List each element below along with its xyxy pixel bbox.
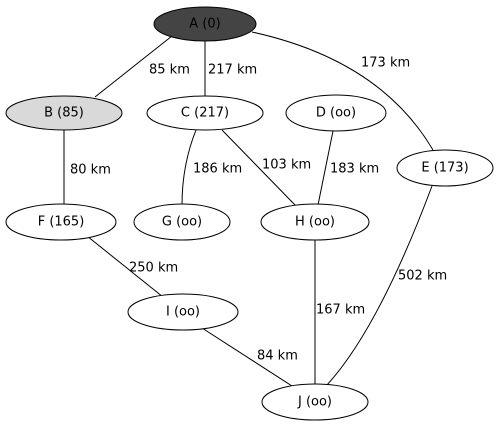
edge-label-h-j: 167 km	[316, 303, 365, 318]
edge-a-e	[251, 31, 434, 151]
node-e-shape	[396, 149, 494, 187]
node-f[interactable]: F (165)	[5, 203, 117, 241]
edge-label-b-f: 80 km	[70, 163, 111, 178]
edge-label-d-h: 183 km	[330, 162, 379, 177]
node-a[interactable]: A (0)	[153, 6, 257, 42]
node-c-label: C (217)	[181, 106, 229, 121]
node-a-shape	[153, 6, 257, 42]
nodes: A (0) B (85) C (217) D (oo) E (173) F (1…	[5, 6, 494, 421]
edge-e-j	[325, 185, 433, 387]
node-i[interactable]: I (oo)	[127, 293, 239, 331]
node-i-shape	[127, 293, 239, 331]
node-j-label: J (oo)	[297, 395, 332, 410]
edge-label-a-c: 217 km	[208, 63, 257, 78]
edges	[63, 31, 434, 387]
node-j[interactable]: J (oo)	[261, 383, 369, 421]
edge-a-b	[94, 35, 173, 98]
edge-f-i	[86, 235, 164, 298]
node-b-shape	[5, 95, 123, 131]
node-d[interactable]: D (oo)	[285, 94, 387, 132]
edge-label-c-h: 103 km	[262, 158, 311, 173]
edge-c-g	[181, 129, 197, 206]
edge-label-i-j: 84 km	[257, 349, 298, 364]
node-b-label: B (85)	[44, 106, 84, 121]
node-e[interactable]: E (173)	[396, 149, 494, 187]
node-h[interactable]: H (oo)	[260, 203, 370, 241]
edge-label-a-b: 85 km	[149, 63, 190, 78]
edge-i-j	[201, 327, 293, 387]
edge-label-e-j: 502 km	[398, 269, 447, 284]
node-d-shape	[285, 94, 387, 132]
edge-label-c-g: 186 km	[193, 162, 242, 177]
node-e-label: E (173)	[421, 161, 468, 176]
node-g-label: G (oo)	[162, 215, 202, 230]
node-b[interactable]: B (85)	[5, 95, 123, 131]
node-c[interactable]: C (217)	[146, 95, 264, 131]
node-g-shape	[133, 203, 231, 241]
node-f-shape	[5, 203, 117, 241]
edge-label-f-i: 250 km	[129, 261, 178, 276]
node-f-label: F (165)	[38, 215, 85, 230]
node-c-shape	[146, 95, 264, 131]
node-a-label: A (0)	[189, 17, 220, 32]
node-g[interactable]: G (oo)	[133, 203, 231, 241]
edge-c-h	[221, 129, 297, 207]
edge-d-h	[317, 130, 334, 206]
node-d-label: D (oo)	[316, 106, 356, 121]
node-h-label: H (oo)	[295, 215, 335, 230]
edge-labels: 85 km 217 km 173 km 80 km 186 km 103 km …	[70, 56, 447, 364]
node-i-label: I (oo)	[166, 305, 200, 320]
node-j-shape	[261, 383, 369, 421]
edge-label-a-e: 173 km	[361, 56, 410, 71]
node-h-shape	[260, 203, 370, 241]
